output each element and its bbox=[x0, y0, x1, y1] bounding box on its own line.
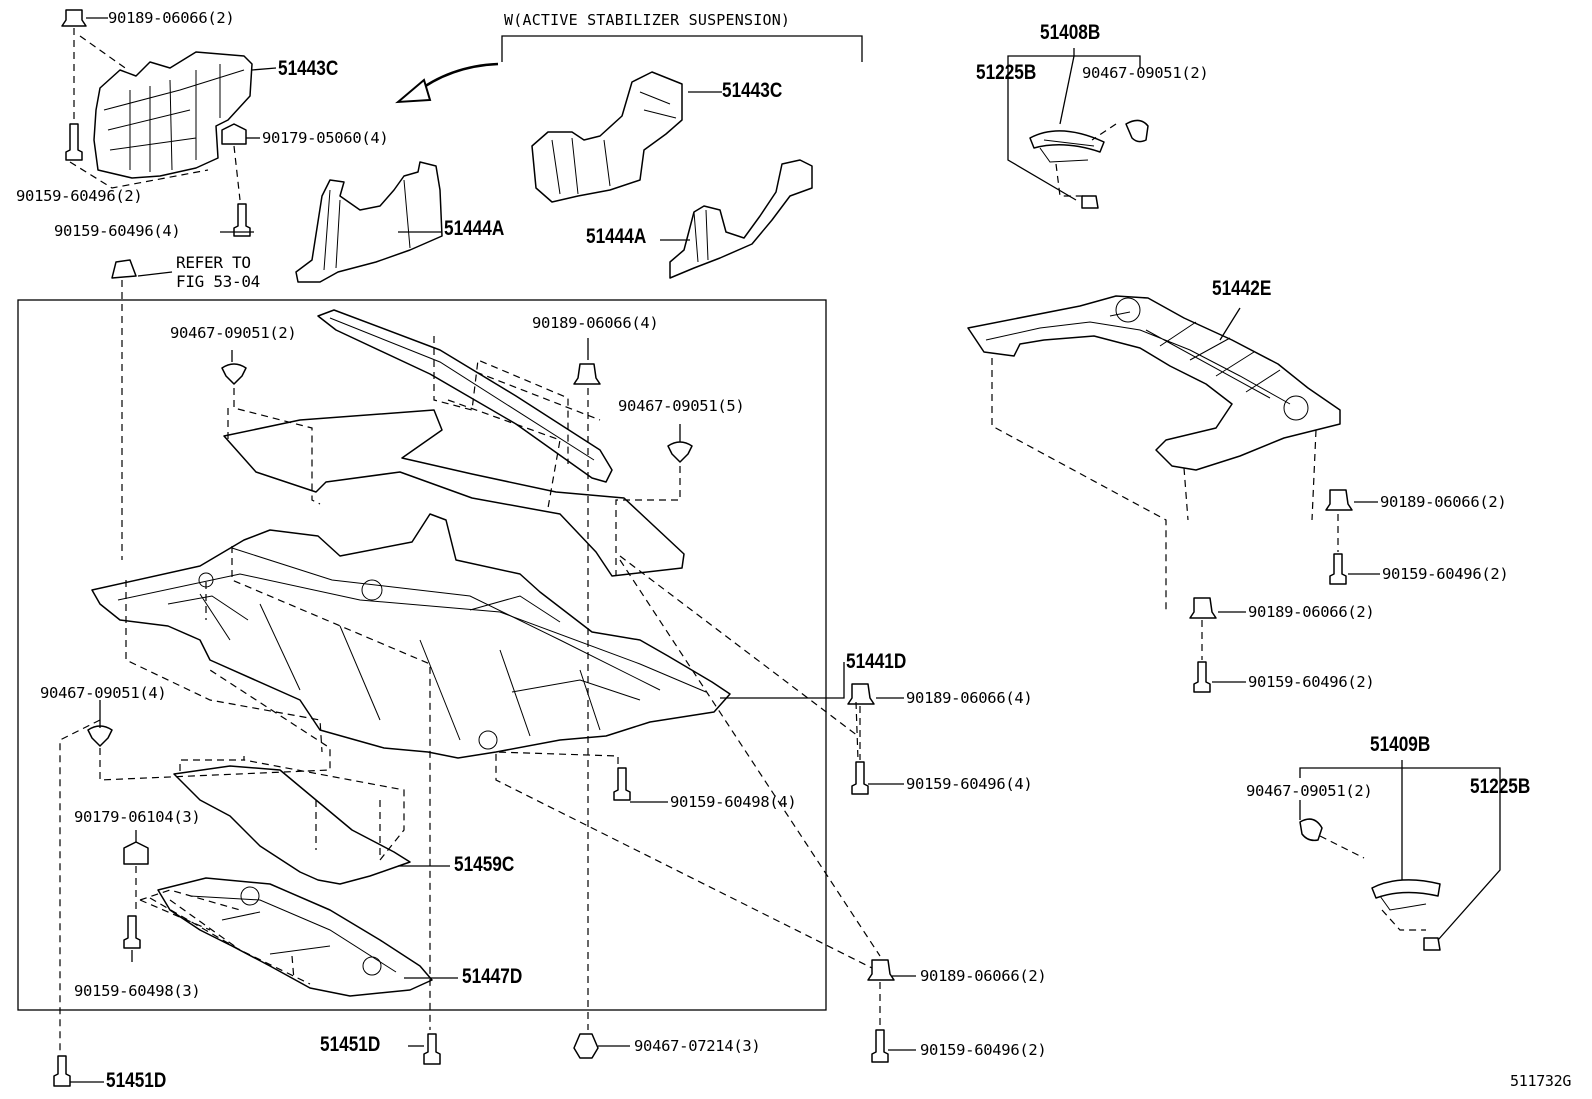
callout-90467-09051-inner-right: 90467-09051(5) bbox=[618, 397, 745, 415]
clip-refer-fig bbox=[111, 259, 137, 279]
variant-caption: W(ACTIVE STABILIZER SUSPENSION) bbox=[504, 11, 791, 29]
clip-90189-right-2 bbox=[1189, 597, 1217, 619]
bolt-51451D-bottom-mid bbox=[423, 1033, 441, 1065]
callout-51459C: 51459C bbox=[454, 853, 515, 876]
callout-90189-06066-right-a: 90189-06066(2) bbox=[1380, 493, 1507, 511]
callout-90159-60496-left-a: 90159-60496(2) bbox=[16, 187, 143, 205]
callout-90159-60498-mid: 90159-60498(4) bbox=[670, 793, 797, 811]
part-51442E bbox=[967, 295, 1341, 471]
clip-90467-lower-right bbox=[1299, 818, 1323, 842]
refer-note-line1: REFER TO bbox=[176, 253, 251, 272]
bolt-90159-right-2 bbox=[1193, 661, 1211, 693]
callout-90189-06066-top-left: 90189-06066(2) bbox=[108, 9, 235, 27]
callout-90159-60496-bottom: 90159-60496(2) bbox=[920, 1041, 1047, 1059]
part-51443C-variant bbox=[531, 71, 683, 203]
clip-90467-left-mid bbox=[87, 725, 113, 747]
callout-90467-09051-inner-left: 90467-09051(2) bbox=[170, 324, 297, 342]
callout-51408B: 51408B bbox=[1040, 21, 1101, 44]
part-51443C-left bbox=[93, 51, 253, 179]
callout-90189-06066-bottom: 90189-06066(2) bbox=[920, 967, 1047, 985]
callout-90159-60498-lower: 90159-60498(3) bbox=[74, 982, 201, 1000]
callout-90467-09051-top-right: 90467-09051(2) bbox=[1082, 64, 1209, 82]
callout-90179-05060: 90179-05060(4) bbox=[262, 129, 389, 147]
callout-51443C-variant: 51443C bbox=[722, 79, 783, 102]
callout-90159-60496-frame-right: 90159-60496(4) bbox=[906, 775, 1033, 793]
callout-51441D: 51441D bbox=[846, 650, 907, 673]
callout-90467-07214: 90467-07214(3) bbox=[634, 1037, 761, 1055]
nut-lower-right bbox=[1423, 937, 1441, 951]
clip-90467-top-right bbox=[1125, 119, 1149, 143]
callout-90159-60496-right-a: 90159-60496(2) bbox=[1382, 565, 1509, 583]
callout-90179-06104: 90179-06104(3) bbox=[74, 808, 201, 826]
callout-51444A-variant: 51444A bbox=[586, 225, 647, 248]
clip-90189-upper-mid bbox=[573, 363, 601, 385]
bolt-90159-frame-right-2 bbox=[871, 1029, 889, 1063]
part-51444A-left bbox=[295, 161, 443, 283]
callout-51451D-bottom-left: 51451D bbox=[106, 1069, 167, 1092]
callout-90159-60496-right-b: 90159-60496(2) bbox=[1248, 673, 1375, 691]
clip-90189-frame-right-1 bbox=[847, 683, 875, 705]
part-strip-upper bbox=[317, 309, 613, 483]
callout-90189-06066-inner: 90189-06066(4) bbox=[532, 314, 659, 332]
callout-90467-09051-lower-right: 90467-09051(2) bbox=[1246, 782, 1373, 800]
part-51441D-main bbox=[91, 513, 731, 759]
part-51459C bbox=[173, 765, 411, 885]
bolt-90159-right-1 bbox=[1329, 553, 1347, 585]
callout-51451D-bottom-mid: 51451D bbox=[320, 1033, 381, 1056]
callout-51225B-lower: 51225B bbox=[1470, 775, 1531, 798]
callout-51442E: 51442E bbox=[1212, 277, 1272, 300]
callout-51444A-left: 51444A bbox=[444, 217, 505, 240]
bolt-90159-frame-right-1 bbox=[851, 761, 869, 795]
part-51444A-variant bbox=[669, 159, 813, 279]
bolt-90159-left-2 bbox=[233, 203, 251, 237]
callout-90189-06066-right-b: 90189-06066(2) bbox=[1248, 603, 1375, 621]
clip-90467-upper-right bbox=[667, 441, 693, 463]
clip-90189-right-1 bbox=[1325, 489, 1353, 511]
callout-51225B-top: 51225B bbox=[976, 61, 1037, 84]
variant-arrow bbox=[395, 62, 499, 104]
refer-note-line2: FIG 53-04 bbox=[176, 272, 260, 291]
bolt-51451D-bottom-left bbox=[53, 1055, 71, 1087]
part-51447D bbox=[157, 877, 433, 997]
nut-90179-top-left bbox=[221, 123, 247, 145]
bolt-90159-left-1 bbox=[65, 123, 83, 161]
part-upper-plate bbox=[223, 409, 685, 577]
clip-90467-07214 bbox=[573, 1033, 599, 1059]
callout-90467-09051-left-mid: 90467-09051(4) bbox=[40, 684, 167, 702]
callout-51447D: 51447D bbox=[462, 965, 523, 988]
clip-90467-upper-left bbox=[221, 363, 247, 385]
part-51225B-bracket-lower bbox=[1371, 879, 1441, 911]
callout-90189-06066-frame-right: 90189-06066(4) bbox=[906, 689, 1033, 707]
callout-51443C-left: 51443C bbox=[278, 57, 339, 80]
variant-bracket bbox=[501, 35, 863, 62]
figure-code: 511732G bbox=[1510, 1072, 1572, 1090]
assembly-frame bbox=[17, 299, 827, 1011]
part-51225B-bracket-top bbox=[1029, 130, 1105, 163]
clip-90189-frame-right-2 bbox=[867, 959, 895, 981]
nut-top-right bbox=[1081, 195, 1099, 209]
callout-51409B: 51409B bbox=[1370, 733, 1431, 756]
bolt-90159-60498-mid bbox=[613, 767, 631, 801]
callout-90159-60496-left-b: 90159-60496(4) bbox=[54, 222, 181, 240]
nut-90179-06104 bbox=[123, 841, 149, 865]
clip-90189-top-left bbox=[61, 9, 87, 27]
bolt-90159-60498-lower bbox=[123, 915, 141, 949]
